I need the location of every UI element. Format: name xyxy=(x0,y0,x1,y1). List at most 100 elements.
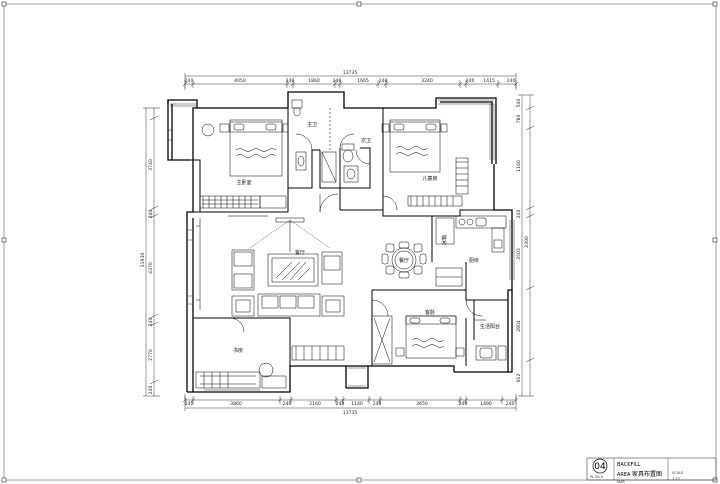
dimension-left-overall: 11930 xyxy=(140,253,146,268)
dim-bottom-10: 1490 xyxy=(480,401,492,407)
dim-bottom-6: 1140 xyxy=(351,401,363,407)
dim-left-1: 3740 xyxy=(148,159,154,171)
selection-handle-top-right[interactable] xyxy=(712,1,718,7)
title-line-1: BACKFILL xyxy=(617,462,641,468)
door-master-bath xyxy=(295,133,313,151)
dim-top-2: 4050 xyxy=(234,78,246,84)
title-line-2: AREA xyxy=(617,472,631,478)
dim-top-7: 240 xyxy=(379,78,388,84)
title-block-frame xyxy=(586,457,717,481)
title-scale-label: SCALE xyxy=(672,471,683,475)
dim-right-6: 3503 xyxy=(516,248,522,260)
dim-top-10: 1415 xyxy=(483,78,495,84)
dimension-top-labels: 240 4050 240 1860 240 1665 240 3240 240 … xyxy=(185,78,516,84)
dim-right-7: 2804 xyxy=(516,320,522,332)
dim-bottom-5: 240 xyxy=(336,401,345,407)
selection-handle-top-mid[interactable] xyxy=(356,1,362,7)
room-label-kids-room: 儿童房 xyxy=(422,175,437,182)
guest-room-furniture xyxy=(371,315,465,365)
room-label-kitchen: 厨房 xyxy=(469,257,479,264)
interior-walls xyxy=(190,108,508,366)
dim-top-9: 240 xyxy=(466,78,475,84)
doors xyxy=(229,133,486,333)
door-kids-room xyxy=(382,195,398,211)
selection-handle-bottom-left[interactable] xyxy=(1,477,7,483)
dim-right-8: 912 xyxy=(516,374,522,383)
dim-top-1: 240 xyxy=(185,78,194,84)
selection-handle-bottom-mid[interactable] xyxy=(356,477,362,483)
dim-top-8: 3240 xyxy=(421,78,433,84)
dimension-left-labels: 3740 240 4370 240 2770 240 xyxy=(148,159,154,394)
selection-handle-mid-right[interactable] xyxy=(712,237,718,243)
room-label-living-room: 客厅 xyxy=(295,249,305,256)
master-bedroom-furniture xyxy=(199,119,289,217)
dim-bottom-7: 240 xyxy=(373,401,382,407)
dim-bottom-2: 3860 xyxy=(230,401,242,407)
laundry-balcony-fixtures xyxy=(475,345,507,361)
dimension-top-ticks xyxy=(182,80,519,88)
dimension-top-overall: 13735 xyxy=(343,70,358,76)
title-number-circle xyxy=(592,458,608,474)
dim-top-11: 240 xyxy=(507,78,516,84)
dim-right-4: 240 xyxy=(516,210,522,219)
dim-top-4: 1860 xyxy=(308,78,320,84)
kitchen-fixtures xyxy=(435,215,507,287)
room-label-guest-room: 客卧 xyxy=(425,309,435,316)
window-hatching xyxy=(168,99,515,393)
room-label-master-bedroom: 主卧室 xyxy=(236,179,251,186)
dimension-bottom-overall: 13735 xyxy=(343,410,358,416)
door-master-bedroom xyxy=(319,193,339,213)
dimension-bottom-labels: 240 3860 240 2160 240 1140 240 3650 240 … xyxy=(185,401,515,407)
dim-left-2: 240 xyxy=(148,210,154,219)
study-furniture xyxy=(195,345,345,389)
dim-bottom-1: 240 xyxy=(185,401,194,407)
dim-top-5: 240 xyxy=(333,78,342,84)
dim-top-6: 1665 xyxy=(357,78,369,84)
dim-left-4: 240 xyxy=(148,318,154,327)
title-block: 04 PL.00.0 BACKFILL AREA MAR 家具布置图 SCALE… xyxy=(586,457,717,484)
dim-bottom-3: 240 xyxy=(283,401,292,407)
dim-top-3: 240 xyxy=(286,78,295,84)
title-cn: 家具布置图 xyxy=(632,470,662,478)
dim-right-3: 1160 xyxy=(516,160,522,172)
master-bath-fixtures xyxy=(291,99,337,183)
room-label-fridge: 冰箱 xyxy=(441,235,448,245)
second-bath-fixtures xyxy=(341,143,359,183)
room-label-second-bath: 次卫 xyxy=(361,137,371,144)
dim-bottom-4: 2160 xyxy=(309,401,321,407)
dim-bottom-9: 240 xyxy=(459,401,468,407)
selection-handle-top-left[interactable] xyxy=(1,1,7,7)
dimension-bottom-ticks xyxy=(182,396,519,404)
dim-right-1: 540 xyxy=(516,99,522,108)
door-guest-room xyxy=(371,299,389,317)
dim-left-5: 2770 xyxy=(148,349,154,361)
room-label-dining: 餐厅 xyxy=(399,257,409,264)
room-label-laundry-balcony: 生活阳台 xyxy=(480,323,500,330)
title-number: 04 xyxy=(594,462,606,472)
door-second-bath xyxy=(339,133,355,149)
title-small-left-2: MAR xyxy=(617,480,625,484)
title-scale-value: 1:75 xyxy=(672,477,680,481)
sheet-border xyxy=(3,3,717,481)
door-laundry xyxy=(465,299,483,317)
room-label-study: 书房 xyxy=(233,347,243,354)
dimension-left xyxy=(143,107,160,397)
dimension-right-labels: 540 780 1160 240 2300 3503 2804 912 xyxy=(516,99,530,383)
dim-bottom-8: 3650 xyxy=(416,401,428,407)
title-small-left: PL.00.0 xyxy=(590,475,603,479)
dim-left-6: 240 xyxy=(148,386,154,395)
selection-handle-mid-left[interactable] xyxy=(1,237,7,243)
room-label-master-bath: 主卫 xyxy=(307,121,317,128)
dining-furniture xyxy=(381,241,427,279)
door-study xyxy=(229,317,245,333)
exterior-walls xyxy=(167,91,513,393)
living-room-furniture xyxy=(196,217,345,317)
dim-right-2: 780 xyxy=(516,115,522,124)
dim-right-5: 2300 xyxy=(524,236,530,248)
kids-room-furniture xyxy=(381,119,469,207)
dim-left-3: 4370 xyxy=(148,262,154,274)
dim-bottom-11: 240 xyxy=(506,401,515,407)
dimension-right xyxy=(518,94,535,397)
